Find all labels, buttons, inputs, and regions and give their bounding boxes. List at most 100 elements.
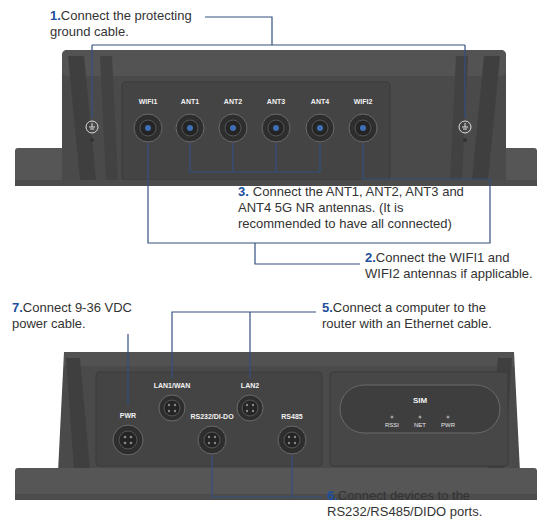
ground-symbol-part bbox=[89, 127, 95, 128]
ground-symbol-part bbox=[463, 129, 467, 130]
m12-connector-part-part bbox=[237, 395, 263, 421]
top-housing-part bbox=[62, 50, 506, 186]
antenna-connector-part-part bbox=[306, 114, 334, 142]
ground-symbol-part bbox=[459, 121, 471, 133]
m12-connector-part-part bbox=[278, 426, 306, 454]
top-housing-part bbox=[122, 82, 390, 180]
antenna-connector-part-part bbox=[317, 125, 323, 131]
top-housing-part bbox=[100, 56, 118, 180]
top-housing bbox=[15, 50, 537, 186]
leader-line-part bbox=[212, 455, 322, 497]
leader-line-part bbox=[172, 312, 316, 378]
port-label: RS232/DI-DO bbox=[190, 413, 233, 420]
callout-text: 7.Connect 9-36 VDC power cable. bbox=[12, 300, 147, 332]
callout-number: 6. bbox=[327, 488, 338, 503]
bottom-housing-part bbox=[96, 372, 322, 466]
m12-connector-part-part bbox=[214, 442, 216, 444]
callout-instruction: Connect the protecting ground cable. bbox=[50, 8, 192, 39]
led-label: RSSI bbox=[385, 421, 399, 429]
ground-symbol-part bbox=[90, 138, 94, 142]
callout-instruction: Connect 9-36 VDC power cable. bbox=[12, 300, 132, 331]
m12-connector-part-part bbox=[252, 410, 254, 412]
led-indicator-part bbox=[419, 416, 422, 419]
led-indicator-part bbox=[391, 416, 394, 419]
port-label: RS485 bbox=[281, 413, 302, 420]
port-label: RS485 bbox=[281, 412, 302, 421]
leader-line-part bbox=[190, 143, 320, 172]
leader-line-part bbox=[205, 17, 272, 45]
sim-label: SIM bbox=[413, 396, 427, 405]
antenna-connector-part-part bbox=[268, 120, 284, 136]
m12-connector-part-part bbox=[198, 426, 226, 454]
port-label: LAN2 bbox=[241, 381, 259, 390]
callout-instruction: Connect a computer to the router with an… bbox=[322, 300, 492, 331]
bottom-housing-part bbox=[330, 372, 508, 466]
m12-connector-part-part bbox=[168, 404, 170, 406]
sim-label: SIM bbox=[413, 396, 427, 406]
port-label: ANT4 bbox=[311, 98, 329, 105]
port-label: LAN1/WAN bbox=[154, 381, 191, 390]
port-label: ANT2 bbox=[224, 97, 242, 106]
ground-symbol-part bbox=[463, 138, 467, 142]
bottom-housing-part bbox=[340, 385, 500, 433]
m12-connector-part-part bbox=[119, 431, 137, 449]
m12-connector-part-part bbox=[294, 442, 296, 444]
callout-instruction: Connect the ANT1, ANT2, ANT3 and ANT4 5G… bbox=[238, 184, 464, 231]
callout-number: 5. bbox=[322, 300, 333, 315]
m12-connector-part-part bbox=[284, 432, 300, 448]
m12-connector-part bbox=[159, 395, 185, 421]
ground-symbol-part bbox=[90, 129, 94, 130]
antenna-connector-part-part bbox=[182, 120, 198, 136]
callout-number: 3. bbox=[238, 184, 249, 199]
antenna-connector-part-part bbox=[140, 120, 156, 136]
antenna-connector-part-part bbox=[355, 120, 371, 136]
led-label: NET bbox=[414, 422, 426, 428]
m12-connector-part-part bbox=[214, 436, 216, 438]
antenna-connector-part-part bbox=[187, 125, 193, 131]
port-label: PWR bbox=[120, 411, 136, 420]
leader-line-part bbox=[291, 455, 292, 497]
port-label: WIFI2 bbox=[354, 97, 373, 106]
antenna-connector-part-part bbox=[273, 125, 279, 131]
led-label: PWR bbox=[441, 421, 455, 429]
leader-line-part bbox=[275, 143, 276, 172]
antenna-connector-part-part bbox=[134, 114, 162, 142]
antenna-connector-part bbox=[219, 114, 247, 142]
m12-connector-part-part bbox=[130, 442, 133, 445]
bottom-housing bbox=[15, 352, 537, 500]
leader-line-part bbox=[464, 45, 465, 118]
ground-symbol-part bbox=[86, 121, 98, 133]
antenna-connector-part-part bbox=[262, 114, 290, 142]
antenna-connector-part-part bbox=[225, 120, 241, 136]
m12-connector-part-part bbox=[288, 442, 290, 444]
m12-connector-part bbox=[113, 425, 143, 455]
led-indicator-part bbox=[447, 416, 450, 419]
m12-connector-part-part bbox=[124, 442, 127, 445]
antenna-connector-part bbox=[262, 114, 290, 142]
antenna-connector-part-part bbox=[230, 125, 236, 131]
port-label: ANT3 bbox=[267, 97, 285, 106]
callout-number: 1. bbox=[50, 8, 61, 23]
callout-text: 3.Connect the ANT1, ANT2, ANT3 and ANT4 … bbox=[238, 184, 478, 232]
callout-instruction: Connect devices to the RS232/RS485/DIDO … bbox=[327, 488, 482, 519]
antenna-connector-part-part bbox=[360, 125, 366, 131]
antenna-connector bbox=[134, 114, 377, 142]
m12-connector-part bbox=[278, 426, 306, 454]
m12-connector-part-part bbox=[204, 432, 220, 448]
m12-connector-part bbox=[198, 426, 226, 454]
leader-line-part bbox=[92, 44, 465, 45]
top-housing-part bbox=[62, 50, 506, 76]
leader-line-part bbox=[127, 334, 128, 405]
m12-connector-part-part bbox=[242, 400, 258, 416]
port-label: ANT4 bbox=[311, 97, 329, 106]
leader-line-part bbox=[249, 312, 250, 378]
antenna-connector-part-part bbox=[312, 120, 328, 136]
m12-connector-part-part bbox=[174, 410, 176, 412]
port-label: WIFI2 bbox=[354, 98, 373, 105]
port-label: ANT2 bbox=[224, 98, 242, 105]
m12-connector-part-part bbox=[208, 442, 210, 444]
callout-text: 1.Connect the protecting ground cable. bbox=[50, 8, 220, 40]
leader-line-part bbox=[91, 45, 92, 118]
